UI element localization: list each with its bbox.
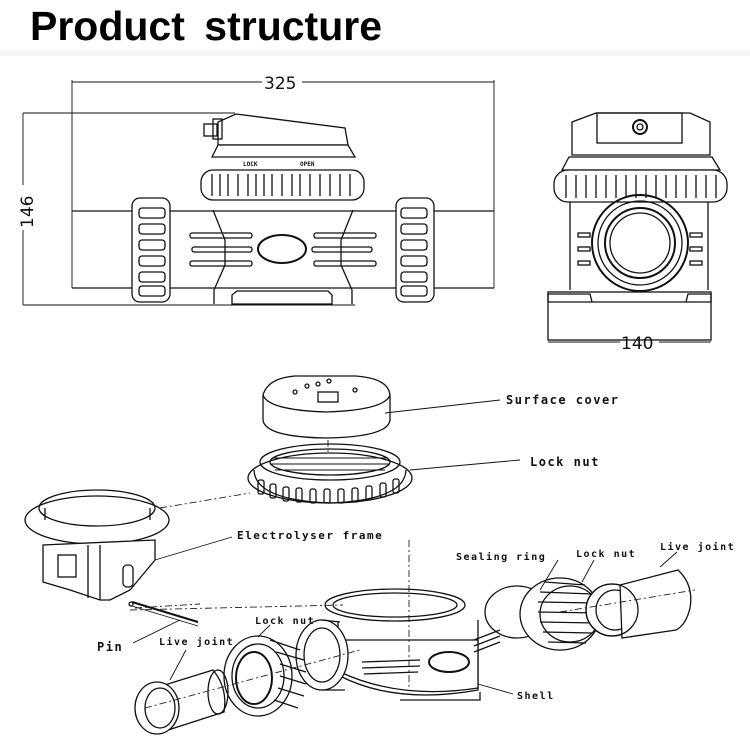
front-view: 325 146 LOCK OPEN bbox=[18, 74, 495, 306]
page-title: Product structure bbox=[30, 3, 382, 49]
lock-nut-left-part bbox=[223, 635, 307, 717]
lock-nut-top-part bbox=[247, 443, 413, 504]
electrolyser-frame-part bbox=[24, 489, 170, 601]
dimension-label-140: 140 bbox=[621, 334, 653, 354]
label-sealing-ring: Sealing ring bbox=[456, 551, 546, 563]
leader-lines bbox=[129, 399, 678, 695]
pin-part bbox=[128, 601, 199, 627]
label-lock-nut-top: Lock nut bbox=[530, 455, 600, 469]
left-sealing-ring-part bbox=[295, 619, 349, 691]
label-electrolyser-frame: Electrolyser frame bbox=[237, 529, 383, 542]
open-label: OPEN bbox=[300, 161, 315, 168]
left-union-nut bbox=[131, 197, 171, 303]
width-dimension-140: 140 bbox=[548, 334, 711, 354]
dimension-label-146: 146 bbox=[18, 196, 38, 228]
label-pin: Pin bbox=[97, 640, 123, 654]
label-lock-nut-left: Lock nut bbox=[255, 616, 315, 627]
label-live-joint-right: Live joint bbox=[660, 541, 735, 553]
title-divider bbox=[0, 50, 750, 56]
live-joint-left-part bbox=[134, 649, 361, 735]
vent-slots bbox=[189, 232, 377, 267]
dimension-label-325: 325 bbox=[264, 74, 296, 94]
lock-label: LOCK bbox=[243, 161, 258, 168]
width-dimension-325: 325 bbox=[71, 74, 495, 288]
exploded-view: Surface cover Lock nut Electrolyser fram… bbox=[24, 375, 735, 735]
height-dimension-146: 146 bbox=[18, 112, 355, 306]
lock-ring-ribs bbox=[211, 174, 351, 196]
surface-cover-part bbox=[262, 375, 391, 439]
live-joint-right-part bbox=[559, 569, 696, 639]
shell-part bbox=[324, 540, 501, 701]
right-union-nut bbox=[395, 197, 435, 303]
side-lock-ring-ribs bbox=[565, 175, 717, 198]
side-view: 140 bbox=[547, 112, 728, 354]
label-surface-cover: Surface cover bbox=[506, 393, 619, 407]
label-live-joint-left: Live joint bbox=[159, 636, 234, 648]
label-lock-nut-right: Lock nut bbox=[576, 549, 636, 560]
label-shell: Shell bbox=[517, 691, 555, 702]
